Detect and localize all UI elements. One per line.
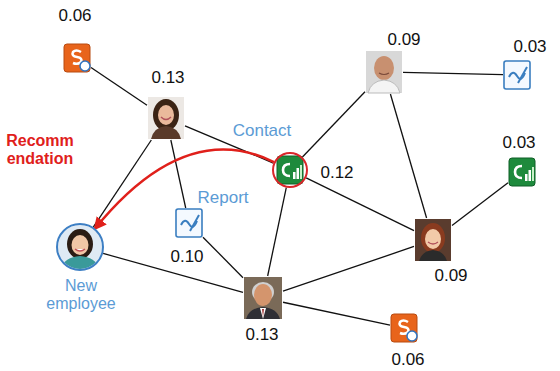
score-label: 0.13 (245, 325, 278, 345)
person-photo (148, 97, 184, 139)
person-photo (244, 277, 282, 319)
document-node: 0.06 (64, 44, 90, 72)
slides-icon (64, 44, 90, 72)
person-photo (57, 224, 103, 270)
link-line (283, 246, 414, 291)
slides-icon (391, 314, 417, 342)
score-label: 0.13 (151, 68, 184, 88)
document-node: 0.03 (509, 158, 535, 186)
report-icon (176, 209, 202, 237)
spreadsheet-icon (509, 158, 535, 186)
document-node: 0.06 (391, 314, 417, 342)
person-node: 0.09 (415, 219, 451, 261)
score-label: 0.09 (434, 266, 467, 286)
person-node: 0.13 (244, 277, 282, 319)
link-line (268, 188, 287, 276)
score-label: 0.09 (387, 30, 420, 50)
link-line (283, 302, 390, 325)
link-line (171, 140, 186, 208)
score-label: 0.12 (320, 163, 353, 183)
spreadsheet-icon (277, 156, 303, 184)
person-photo (366, 51, 402, 93)
score-label: 0.06 (58, 6, 91, 26)
link-line (452, 183, 508, 226)
link-line (91, 67, 147, 105)
person-node: 0.13 (148, 97, 184, 139)
score-label: 0.03 (502, 133, 535, 153)
person-node: 0.09 (366, 51, 402, 93)
document-node: Report0.10 (176, 209, 202, 237)
node-label: Contact (233, 121, 292, 141)
score-label: 0.10 (170, 247, 203, 267)
link-line (302, 92, 365, 157)
link-line (203, 237, 243, 278)
edge-label: Recomm endation (6, 132, 74, 169)
link-line (306, 178, 414, 231)
document-node: 0.03 (504, 61, 530, 89)
highlight-ring (273, 153, 307, 187)
node-label: Report (197, 188, 248, 208)
link-line (403, 72, 503, 74)
person-photo (415, 219, 451, 261)
document-node: Contact0.12 (273, 153, 307, 187)
link-line (390, 94, 426, 218)
score-label: 0.06 (391, 350, 424, 370)
link-line (93, 140, 151, 227)
person-node: New employee (57, 224, 103, 270)
node-label: New employee (46, 277, 115, 314)
report-icon (504, 61, 530, 89)
score-label: 0.03 (513, 37, 546, 57)
